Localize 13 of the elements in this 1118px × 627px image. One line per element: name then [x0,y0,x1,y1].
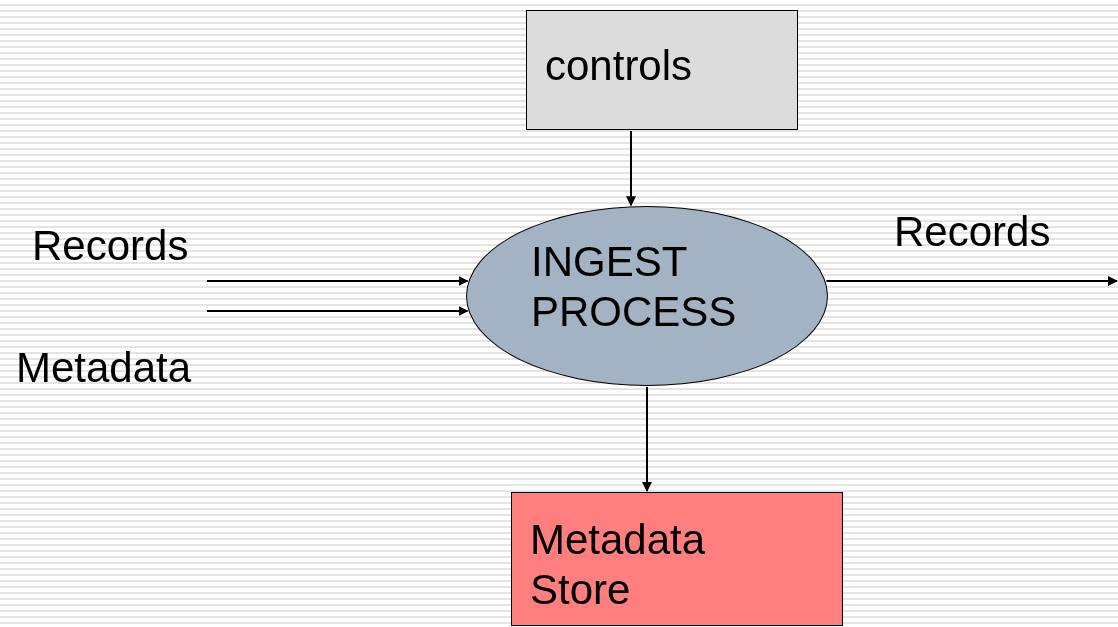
node-label: controls [545,41,694,91]
arrow [626,130,636,207]
arrow [825,276,1118,286]
arrow [206,306,469,316]
edge-label: Records [32,222,189,270]
process-box [526,10,798,130]
edge-label: Metadata [16,344,192,392]
edge-label: Records [894,208,1051,256]
data-store-box [511,492,843,626]
arrow [206,276,469,286]
arrow [642,386,652,492]
node-label: INGEST PROCESS [531,237,738,338]
node-label: Metadata Store [530,515,707,616]
